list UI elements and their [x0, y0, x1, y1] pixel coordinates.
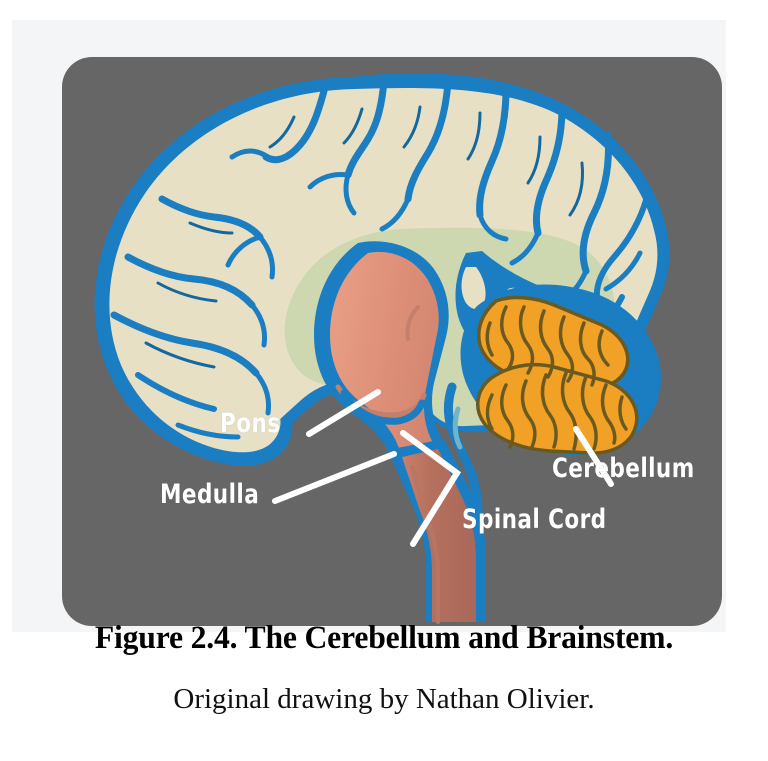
label-cerebellum: Cerebellum [552, 453, 695, 484]
midbrain-notch [405, 305, 420, 341]
figure-plate: Pons Medulla Cerebellum Spinal Cord [12, 20, 726, 632]
figure-caption: Figure 2.4. The Cerebellum and Brainstem… [0, 620, 768, 716]
spinal-cord [392, 439, 486, 624]
cortical-sulci [110, 77, 651, 440]
caption-credit: Original drawing by Nathan Olivier. [173, 683, 595, 715]
illustration-panel: Pons Medulla Cerebellum Spinal Cord [62, 57, 722, 626]
leader-lines [272, 389, 614, 547]
leader-medulla [272, 451, 397, 504]
label-medulla: Medulla [160, 479, 260, 510]
leader-cerebellum [573, 426, 614, 487]
cortical-sulci-fine [144, 105, 584, 369]
leader-pons [306, 389, 381, 437]
peduncle-blue-edge [444, 382, 483, 542]
cord-accent-highlight [452, 406, 463, 450]
label-spinal-cord: Spinal Cord [462, 504, 607, 535]
cerebellar-folia [485, 305, 628, 451]
brain-illustration [94, 73, 670, 624]
label-pons: Pons [220, 408, 281, 439]
caption-title: Figure 2.4. The Cerebellum and Brainstem… [94, 620, 674, 656]
leader-spinal-cord [400, 430, 462, 547]
cerebellum [460, 284, 661, 456]
